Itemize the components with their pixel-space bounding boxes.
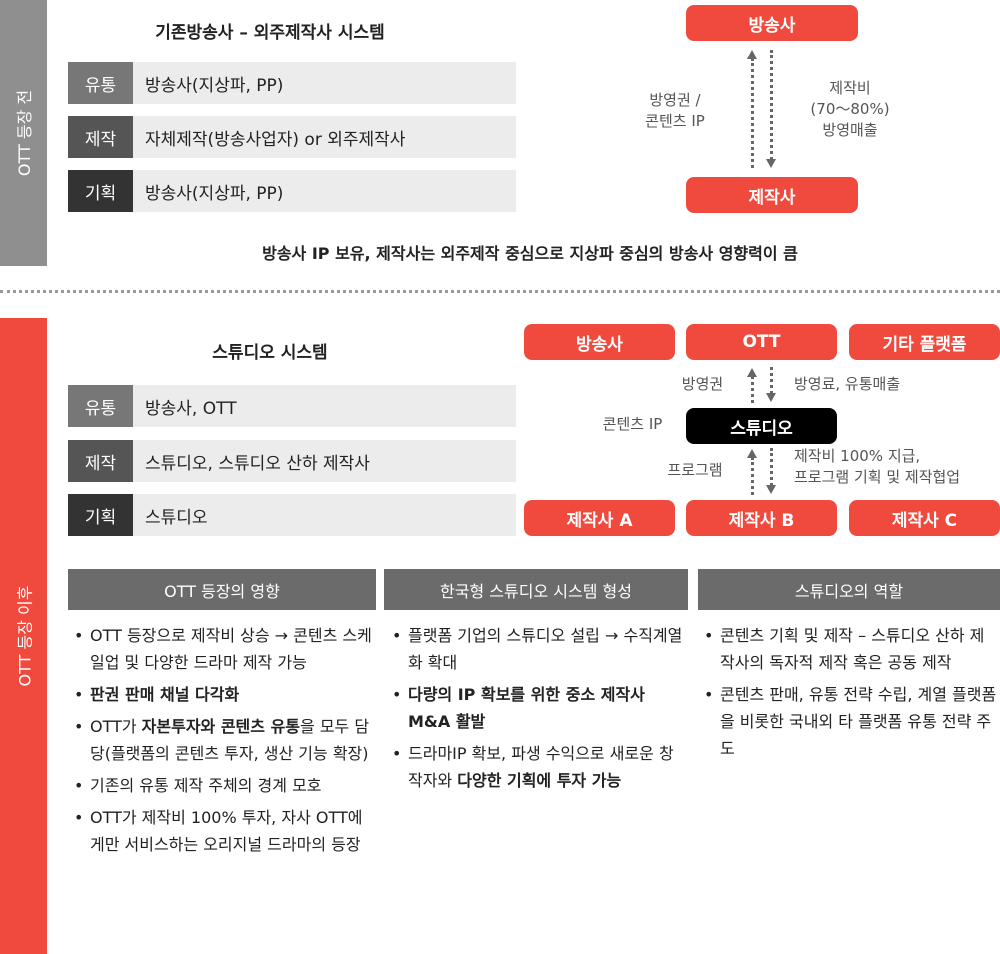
list-item: 판권 판매 채널 다각화 (70, 681, 375, 708)
list-item: OTT가 자본투자와 콘텐츠 유통을 모두 담당(플랫폼의 콘텐츠 투자, 생산… (70, 713, 375, 767)
arrow-down-icon (766, 367, 776, 402)
cost-note: 제작비(70～80%)방영매출 (810, 79, 890, 139)
rights-note: 방영권 (681, 375, 724, 393)
list-item-text: OTT가 제작비 100% 투자, 자사 OTT에게만 서비스하는 오리지널 드… (90, 808, 363, 854)
list-item-text: 자본투자와 콘텐츠 유통 (141, 717, 301, 736)
program-note: 프로그램 (667, 461, 723, 479)
after-ott-band: OTT 등장 이후 (0, 318, 47, 954)
list-item: 콘텐츠 판매, 유통 전략 수립, 계열 플랫폼을 비롯한 국내외 타 플랫폼 … (700, 681, 998, 762)
studio-role-list: 콘텐츠 기획 및 제작 – 스튜디오 산하 제작사의 독자적 제작 혹은 공동 … (700, 622, 998, 767)
list-item-text: 다양한 기획에 투자 가능 (457, 771, 622, 790)
legacy-system-title: 기존방송사 – 외주제작사 시스템 (155, 23, 385, 43)
row-value: 방송사(지상파, PP) (133, 62, 516, 104)
row-value: 스튜디오 (133, 494, 516, 536)
arrow-up-icon (747, 368, 757, 403)
broadcaster-box: 방송사 (686, 5, 858, 41)
arrow-down-icon (766, 50, 776, 168)
arrow-down-icon (766, 448, 776, 494)
row-label: 제작 (68, 440, 133, 482)
ip-note: 콘텐츠 IP (602, 415, 663, 433)
list-item: 플랫폼 기업의 스튜디오 설립 → 수직계열화 확대 (388, 622, 688, 676)
list-item-text: 판권 판매 채널 다각화 (90, 685, 240, 704)
before-ott-band: OTT 등장 전 (0, 0, 47, 266)
list-item-text: 콘텐츠 판매, 유통 전략 수립, 계열 플랫폼을 비롯한 국내외 타 플랫폼 … (720, 685, 997, 758)
ott-impact-list: OTT 등장으로 제작비 상승 → 콘텐츠 스케일업 및 다양한 드라마 제작 … (70, 622, 375, 863)
list-item: 다량의 IP 확보를 위한 중소 제작사 M&A 활발 (388, 681, 688, 735)
studio-system-title: 스튜디오 시스템 (212, 343, 328, 363)
row-label: 기획 (68, 494, 133, 536)
ott-box: OTT (686, 324, 837, 360)
list-item-text: 플랫폼 기업의 스튜디오 설립 → 수직계열화 확대 (408, 626, 683, 672)
list-item-text: OTT 등장으로 제작비 상승 → 콘텐츠 스케일업 및 다양한 드라마 제작 … (90, 626, 372, 672)
arrow-up-icon (747, 449, 757, 495)
list-item-text: 콘텐츠 기획 및 제작 – 스튜디오 산하 제작사의 독자적 제작 혹은 공동 … (720, 626, 985, 672)
column-header-korean-studio: 한국형 스튜디오 시스템 형성 (384, 569, 688, 610)
list-item-text: 기존의 유통 제작 주체의 경계 모호 (90, 776, 322, 795)
list-item: 콘텐츠 기획 및 제작 – 스튜디오 산하 제작사의 독자적 제작 혹은 공동 … (700, 622, 998, 676)
row-label: 기획 (68, 170, 133, 212)
divider (0, 290, 1000, 293)
studio-box: 스튜디오 (686, 408, 837, 444)
list-item-text: 드라마IP 확보, 파생 수익으로 새로운 창작자와 (408, 744, 674, 790)
producer-c-box: 제작사 C (849, 500, 1000, 536)
rights-note: 방영권 /콘텐츠 IP (645, 91, 705, 130)
list-item-text: 을 모두 담당(플랫폼의 콘텐츠 투자, 생산 기능 확장) (90, 717, 370, 763)
producer-a-box: 제작사 A (524, 500, 675, 536)
row-label: 유통 (68, 62, 133, 104)
producer-b-box: 제작사 B (686, 500, 837, 536)
row-value: 스튜디오, 스튜디오 산하 제작사 (133, 440, 516, 482)
fee-note: 방영료, 유통매출 (794, 375, 901, 393)
list-item: 기존의 유통 제작 주체의 경계 모호 (70, 772, 375, 799)
column-header-studio-role: 스튜디오의 역할 (698, 569, 1000, 610)
arrow-up-icon (747, 50, 757, 168)
other-platform-box: 기타 플랫폼 (849, 324, 1000, 360)
production-note: 제작비 100% 지급,프로그램 기획 및 제작협업 (794, 447, 961, 486)
broadcaster-box: 방송사 (524, 324, 675, 360)
list-item: 드라마IP 확보, 파생 수익으로 새로운 창작자와 다양한 기획에 투자 가능 (388, 740, 688, 794)
column-header-ott-impact: OTT 등장의 영향 (68, 569, 376, 610)
list-item: OTT가 제작비 100% 투자, 자사 OTT에게만 서비스하는 오리지널 드… (70, 804, 375, 858)
korean-studio-list: 플랫폼 기업의 스튜디오 설립 → 수직계열화 확대다량의 IP 확보를 위한 … (388, 622, 688, 799)
row-value: 방송사, OTT (133, 385, 516, 427)
row-label: 유통 (68, 385, 133, 427)
producer-box: 제작사 (686, 177, 858, 213)
list-item-text: 다량의 IP 확보를 위한 중소 제작사 M&A 활발 (408, 685, 645, 731)
list-item-text: OTT가 (90, 717, 142, 736)
legacy-caption: 방송사 IP 보유, 제작사는 외주제작 중심으로 지상파 중심의 방송사 영향… (262, 244, 798, 263)
row-value: 방송사(지상파, PP) (133, 170, 516, 212)
row-label: 제작 (68, 116, 133, 158)
row-value: 자체제작(방송사업자) or 외주제작사 (133, 116, 516, 158)
list-item: OTT 등장으로 제작비 상승 → 콘텐츠 스케일업 및 다양한 드라마 제작 … (70, 622, 375, 676)
